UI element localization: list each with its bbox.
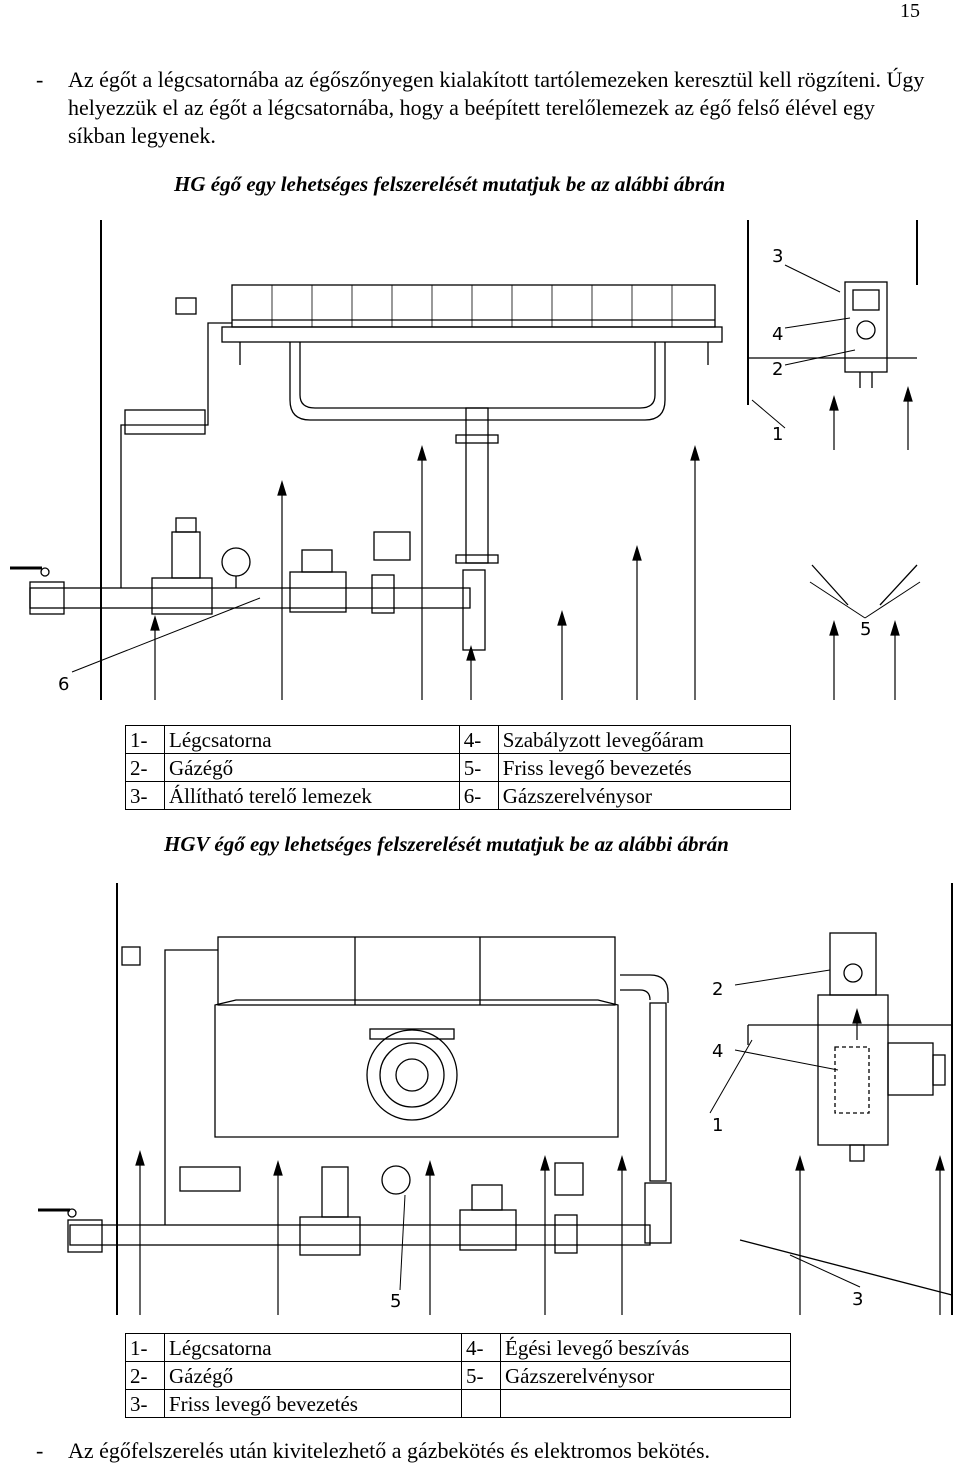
legend-num: 6- [458,781,499,810]
legend-num: 2- [125,1361,165,1390]
legend-row: 2- Gázégő 5- Gázszerelvénysor [125,1361,791,1390]
legend-row: 1- Légcsatorna 4- Égési levegő beszívás [125,1333,791,1362]
legend-text: Állítható terelő lemezek [164,781,460,810]
figure1-drawing: 3 4 2 1 5 6 [10,220,921,700]
legend-text: Égési levegő beszívás [500,1333,791,1362]
bullet-dash: - [36,67,44,92]
closing-text: Az égőfelszerelés után kivitelezhető a g… [68,1438,711,1463]
legend-row: 3- Friss levegő bevezetés [125,1389,791,1418]
legend-num: 4- [461,1333,501,1362]
legend-row: 3- Állítható terelő lemezek 6- Gázszerel… [125,781,792,810]
callout-5: 5 [860,619,871,640]
figure1-legend: 1- Légcsatorna 4- Szabályzott levegőáram… [125,725,792,810]
legend-num: 4- [458,725,499,754]
callout-6: 6 [58,674,69,695]
legend-text: Gázégő [164,1361,462,1390]
callout-3: 3 [852,1289,863,1310]
figure2-legend: 1- Légcsatorna 4- Égési levegő beszívás … [125,1333,791,1418]
closing-paragraph: - Az égőfelszerelés után kivitelezhető a… [36,1438,710,1464]
bullet-dash: - [36,1438,44,1463]
callout-4: 4 [712,1041,723,1062]
figure2-caption: HGV égő egy lehetséges felszerelését mut… [164,832,729,856]
callout-1: 1 [712,1115,723,1136]
figure1-caption: HG égő egy lehetséges felszerelését muta… [174,172,726,196]
legend-text: Légcsatorna [164,725,460,754]
page-number: 15 [900,0,920,22]
paragraph-text: Az égőt a légcsatornába az égőszőnyegen … [68,67,925,148]
legend-num: 3- [125,781,165,810]
legend-row: 1- Légcsatorna 4- Szabályzott levegőáram [125,725,792,754]
legend-text: Gázszerelvénysor [497,781,792,810]
callout-5: 5 [390,1291,401,1312]
callout-4: 4 [772,324,783,345]
callout-2: 2 [772,359,783,380]
callout-3: 3 [772,246,783,267]
legend-text: Gázszerelvénysor [500,1361,791,1390]
figure2-drawing: 2 4 1 5 3 [38,883,953,1315]
legend-num: 3- [125,1389,165,1418]
legend-num: 5- [461,1361,501,1390]
legend-num: 1- [125,1333,165,1362]
legend-text: Friss levegő bevezetés [497,753,792,782]
legend-text: Gázégő [164,753,460,782]
legend-row: 2- Gázégő 5- Friss levegő bevezetés [125,753,792,782]
legend-text: Friss levegő bevezetés [164,1389,462,1418]
legend-num [461,1389,501,1418]
callout-1: 1 [772,424,783,445]
legend-num: 2- [125,753,165,782]
legend-text: Szabályzott levegőáram [497,725,792,754]
legend-text: Légcsatorna [164,1333,462,1362]
legend-text [500,1389,791,1418]
legend-num: 1- [125,725,165,754]
callout-2: 2 [712,979,723,1000]
legend-num: 5- [458,753,499,782]
